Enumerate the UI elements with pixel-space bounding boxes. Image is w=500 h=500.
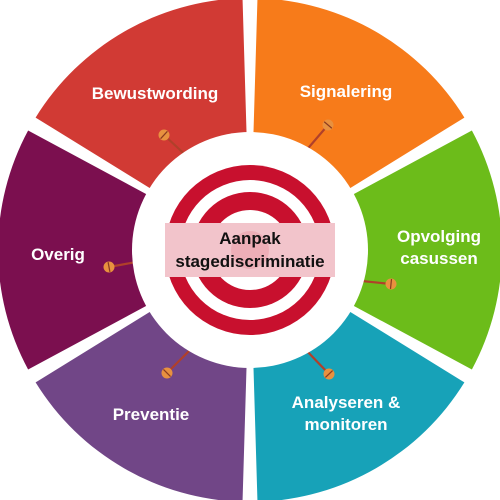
segment-label-line: monitoren: [304, 415, 387, 434]
segment-label-line: Opvolging: [397, 227, 481, 246]
segment-label-bewustwording: Bewustwording: [92, 84, 219, 103]
dart-flight-detail: [389, 278, 393, 290]
segment-label-line: Bewustwording: [92, 84, 219, 103]
dart-flight-detail: [323, 121, 333, 129]
center-title-line2: stagediscriminatie: [175, 252, 324, 271]
target-bullseye: [231, 231, 269, 269]
dart-shaft: [165, 345, 195, 375]
dart-flight-detail: [107, 261, 111, 273]
dart-flight-detail: [163, 369, 171, 377]
segment-bewustwording: [35, 0, 247, 192]
center-title-line1: Aanpak: [219, 229, 281, 248]
dart-flight-detail: [324, 370, 334, 378]
segment-overig: [0, 130, 152, 370]
segment-signalering: [253, 0, 465, 192]
segment-label-preventie: Preventie: [113, 405, 190, 424]
segment-label-opvolging: Opvolging casussen: [397, 227, 481, 268]
segment-opvolging: [348, 130, 500, 370]
segment-label-line: Overig: [31, 245, 85, 264]
segment-label-line: casussen: [400, 249, 478, 268]
dart-flight-detail: [160, 130, 168, 140]
segment-analyseren: [253, 308, 465, 500]
segment-label-line: Signalering: [300, 82, 393, 101]
segment-label-analyseren: Analyseren & monitoren: [292, 393, 401, 434]
center-target: Aanpak stagediscriminatie: [132, 132, 368, 368]
segment-label-signalering: Signalering: [300, 82, 393, 101]
segment-label-line: Preventie: [113, 405, 190, 424]
segment-preventie: [35, 308, 247, 500]
dart-icon: [161, 345, 195, 379]
segment-label-line: Analyseren &: [292, 393, 401, 412]
segment-label-overig: Overig: [31, 245, 85, 264]
